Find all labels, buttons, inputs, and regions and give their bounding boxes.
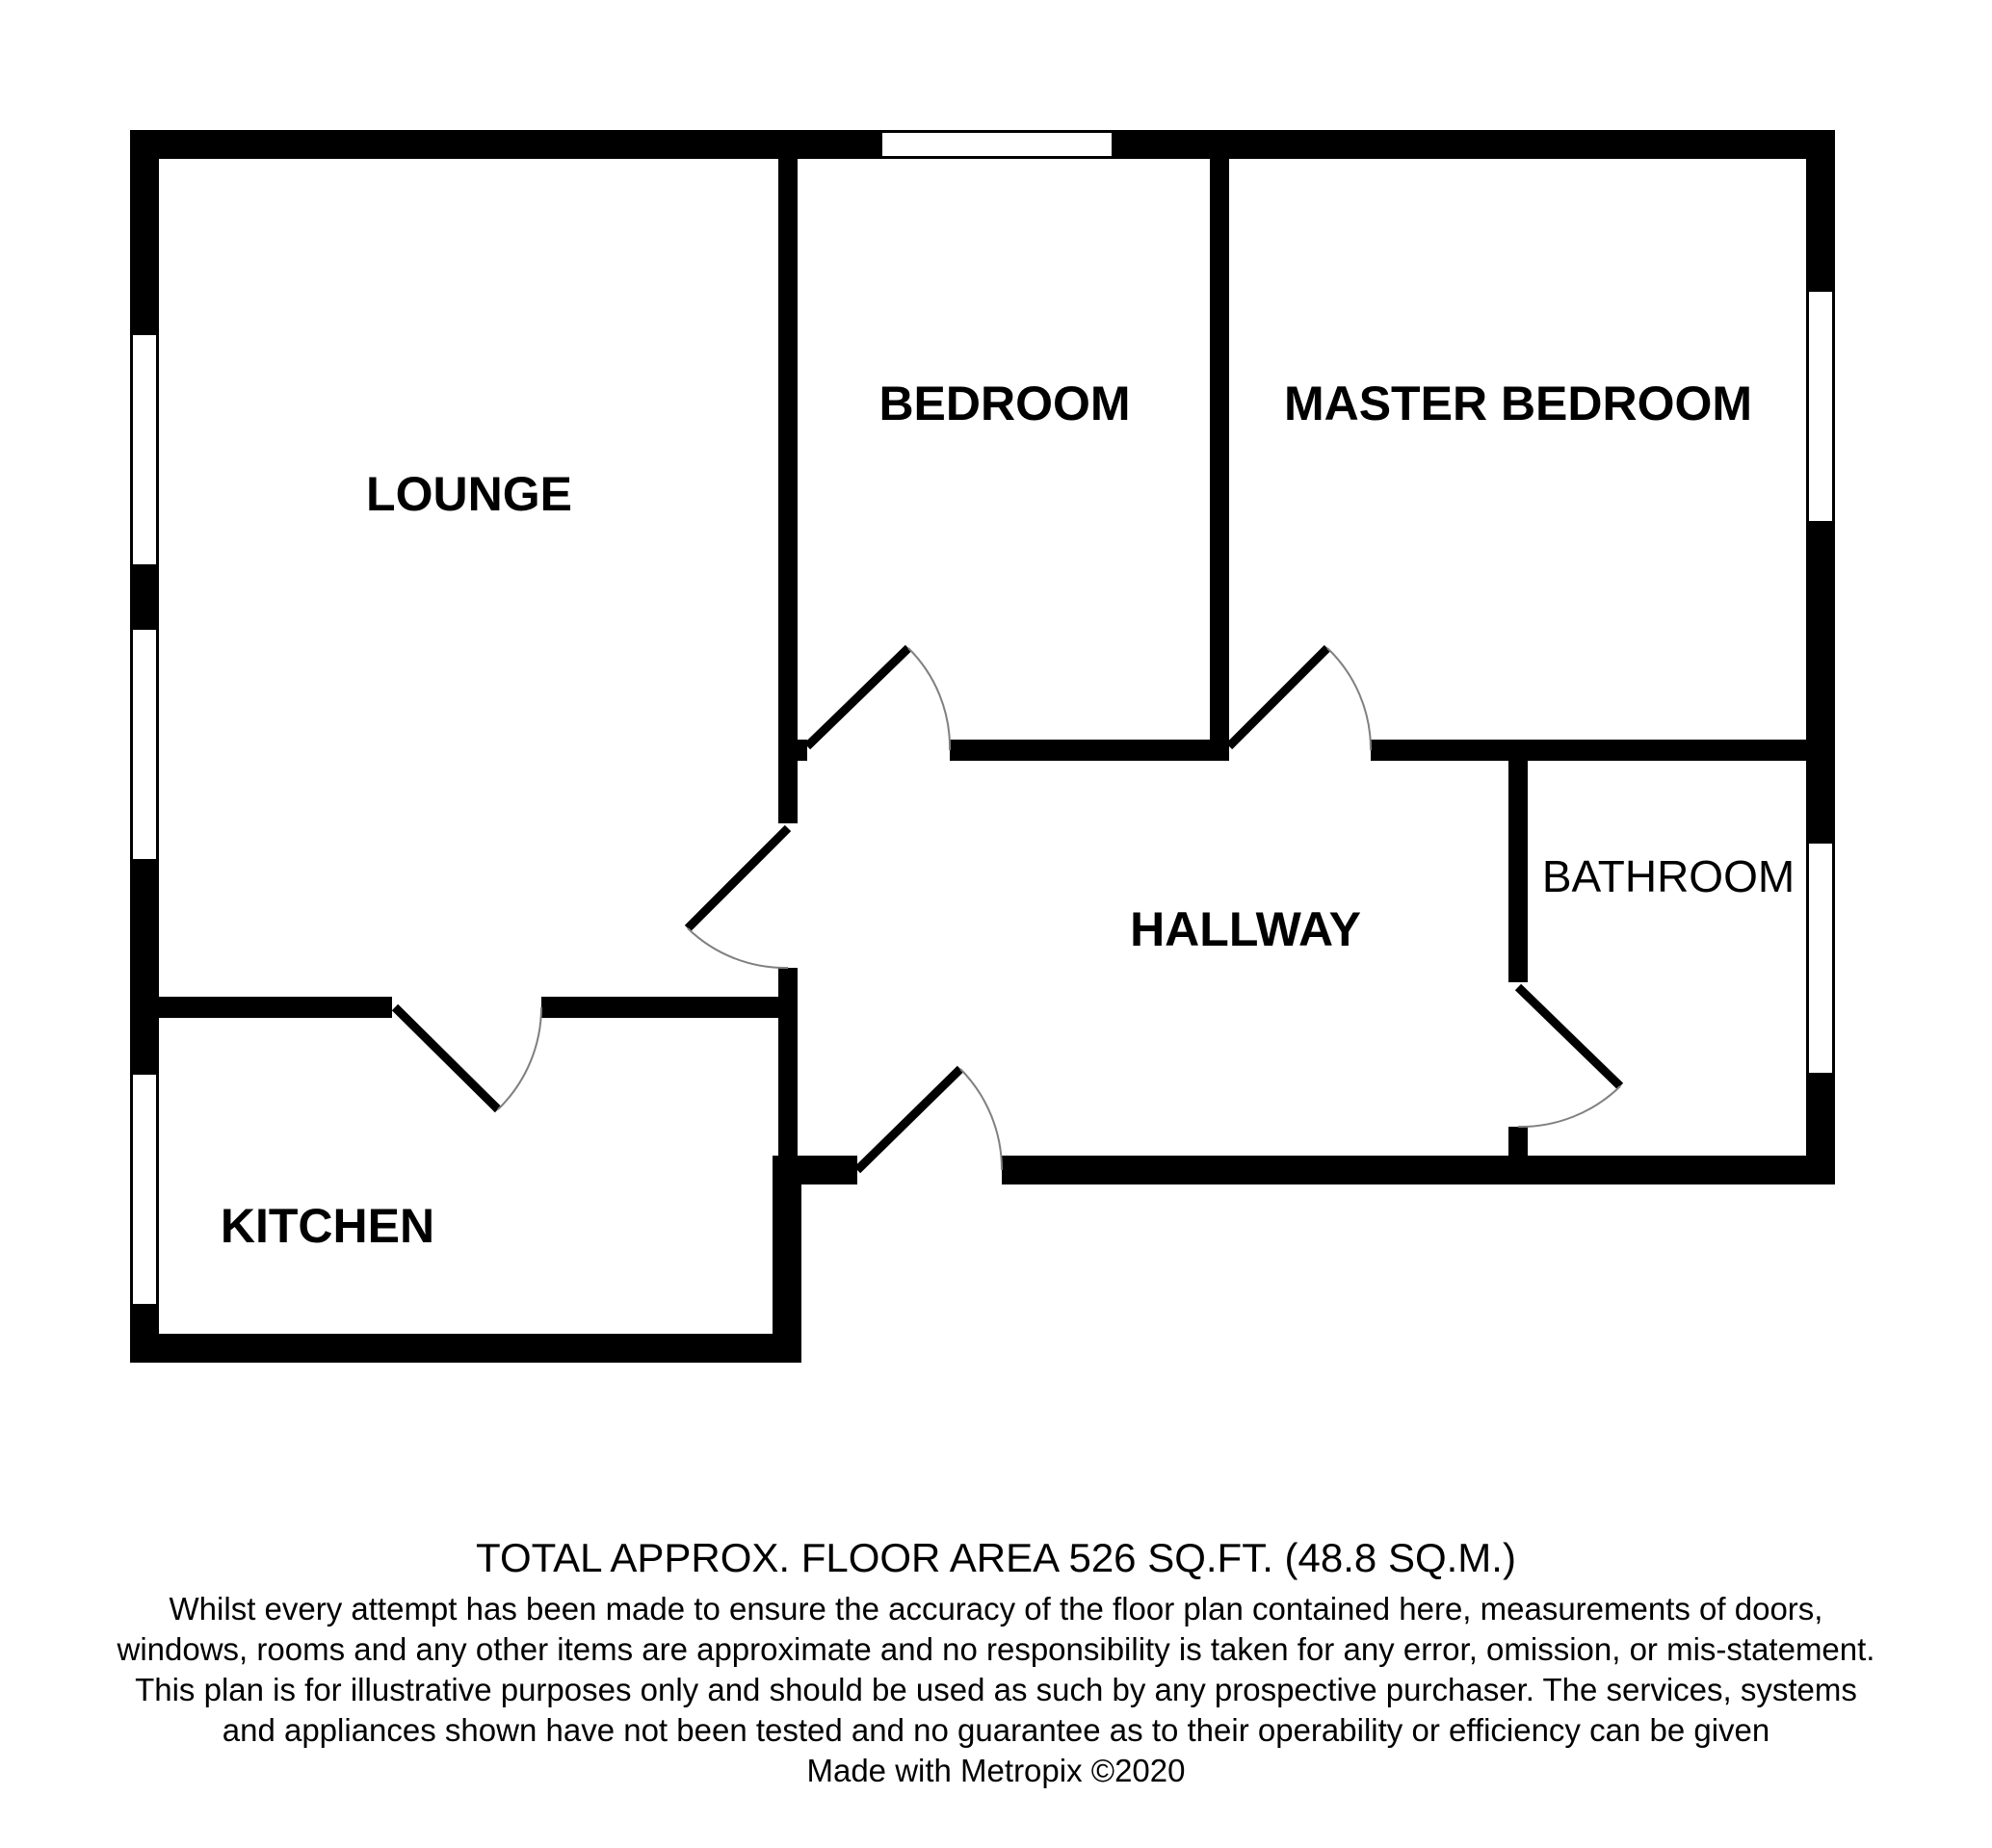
window-kitchen (131, 1073, 158, 1306)
room-labels: LOUNGE BEDROOM MASTER BEDROOM HALLWAY BA… (221, 377, 1795, 1253)
windows (131, 131, 1834, 1306)
window-lounge-upper (131, 333, 158, 566)
room-label-master-bedroom: MASTER BEDROOM (1284, 377, 1752, 430)
room-label-bedroom: BEDROOM (878, 377, 1130, 430)
bathroom-wall-left-upper (1508, 756, 1528, 982)
kitchen-wall-top-left (144, 997, 392, 1018)
door-swing-arc (687, 927, 789, 970)
window-lounge-lower (131, 628, 158, 861)
room-label-kitchen: KITCHEN (221, 1199, 434, 1253)
door-swing-arc (907, 647, 952, 751)
door-leaf (853, 1065, 964, 1174)
hallway-wall-bottom (1002, 1156, 1835, 1184)
lounge-bedroom-wall (778, 144, 798, 823)
bedroom-wall-bottom (950, 740, 1229, 761)
door-kitchen (391, 1003, 542, 1113)
door-master-bedroom (1225, 644, 1373, 751)
walls (130, 130, 1835, 1363)
window-master-bedroom (1807, 290, 1834, 523)
door-leaf (1514, 983, 1624, 1090)
footer: TOTAL APPROX. FLOOR AREA 526 SQ.FT. (48.… (0, 1531, 1992, 1791)
bedroom-master-wall (1210, 144, 1229, 761)
kitchen-wall-top-right (541, 997, 790, 1018)
room-label-lounge: LOUNGE (366, 467, 572, 521)
door-swing-arc (497, 1006, 542, 1110)
door-lounge (684, 824, 792, 970)
door-leaf (803, 644, 912, 750)
door-swing-arc (1326, 647, 1373, 751)
door-bedroom (803, 644, 952, 751)
window-bedroom-top (880, 131, 1114, 158)
door-leaf (684, 824, 792, 932)
door-entrance (853, 1065, 1004, 1174)
room-label-hallway: HALLWAY (1130, 902, 1361, 956)
credit-text: Made with Metropix ©2020 (806, 1753, 1186, 1788)
door-swing-arc (959, 1068, 1004, 1171)
door-bathroom (1514, 983, 1624, 1129)
master-wall-bottom (1371, 740, 1821, 761)
doors (391, 644, 1624, 1174)
kitchen-wall-right (773, 1156, 801, 1363)
bathroom-wall-left-lower (1508, 1127, 1528, 1165)
total-floor-area: TOTAL APPROX. FLOOR AREA 526 SQ.FT. (48.… (476, 1535, 1516, 1580)
room-label-bathroom: BATHROOM (1542, 851, 1795, 901)
kitchen-wall-bottom (130, 1334, 801, 1363)
door-swing-arc (1517, 1085, 1621, 1129)
door-leaf (391, 1003, 502, 1113)
disclaimer-text: Whilst every attempt has been made to en… (117, 1591, 1875, 1748)
door-leaf (1225, 644, 1331, 750)
window-bathroom (1807, 842, 1834, 1075)
bedroom-wall-bottom-stub (798, 740, 807, 761)
